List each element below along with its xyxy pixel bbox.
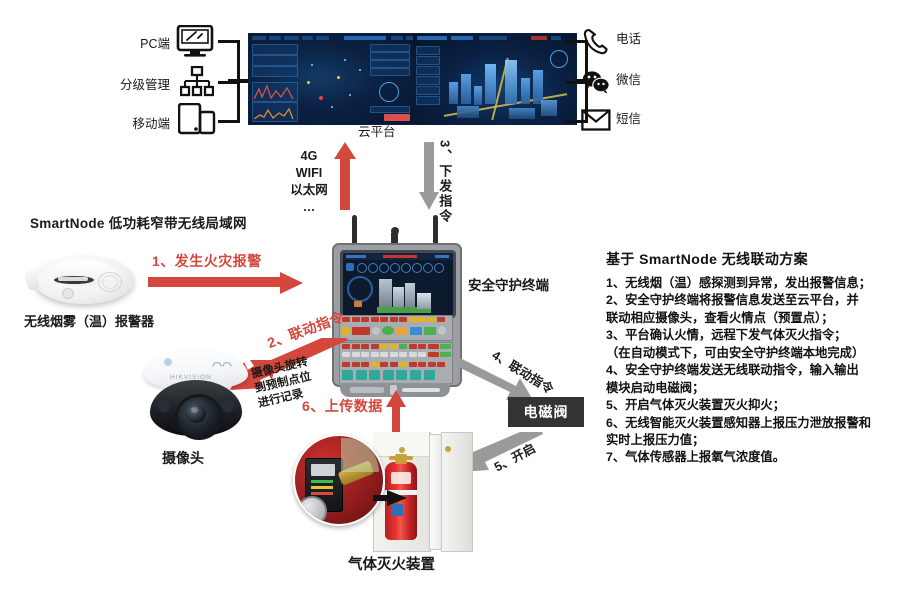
- endpoint-label-phone: 电话: [616, 32, 642, 46]
- camera-caption: 摄像头: [162, 450, 204, 466]
- downlink-label: 3、下发指令: [437, 140, 453, 225]
- hierarchy-icon: [179, 65, 215, 103]
- bracket-segment: [566, 120, 588, 123]
- solution-step: （在自动模式下，可由安全守护终端本地完成）: [606, 345, 865, 360]
- phone-icon: [583, 28, 609, 61]
- solution-step: 5、开启气体灭火装置灭火抑火；: [606, 398, 785, 413]
- smoke-detector-device: [23, 248, 144, 310]
- gas-device-caption: 气体灭火装置: [348, 557, 435, 573]
- solenoid-valve-box[interactable]: 电磁阀: [508, 397, 584, 427]
- solution-step: 实时上报压力值；: [606, 432, 705, 447]
- step4-arrow: [456, 352, 540, 413]
- ptz-camera-device: HIKVISION: [140, 350, 252, 442]
- safety-guardian-terminal[interactable]: [330, 215, 462, 397]
- uplink-arrow-up: [332, 142, 358, 215]
- solution-panel: 基于 SmartNode 无线联动方案 1、无线烟（温）感探测到异常，发出报警信…: [606, 250, 892, 467]
- step6-arrow: [385, 390, 407, 457]
- network-title: SmartNode 低功耗窄带无线局域网: [30, 216, 247, 231]
- solution-step: 7、气体传感器上报氧气浓度值。: [606, 450, 785, 465]
- endpoint-label-mobile: 移动端: [132, 117, 170, 131]
- endpoint-label-hierarchy: 分级管理: [119, 78, 170, 92]
- step6-label: 6、上传数据: [302, 398, 383, 414]
- step1-label: 1、发生火灾报警: [152, 253, 262, 269]
- step5-arrow: [455, 424, 545, 489]
- sms-envelope-icon: [581, 108, 611, 137]
- solution-step: 4、安全守护终端发送无线联动指令，输入输出: [606, 363, 859, 378]
- uplink-line-more: …: [302, 199, 316, 214]
- wechat-icon: [582, 70, 610, 99]
- bracket-segment: [566, 81, 588, 84]
- downlink-arrow-down: [418, 142, 440, 215]
- solenoid-valve-label: 电磁阀: [523, 404, 569, 420]
- camera-brand: HIKVISION: [170, 374, 212, 381]
- bracket-segment: [218, 120, 240, 123]
- solution-step: 1、无线烟（温）感探测到异常，发出报警信息；: [606, 275, 872, 290]
- bracket-segment: [566, 40, 588, 43]
- solution-step: 联动相应摄像头，查看火情点（预置点）；: [606, 310, 834, 325]
- monitor-icon: [176, 24, 216, 64]
- uplink-protocols: 4G WIFI 以太网 …: [288, 148, 330, 216]
- endpoint-label-sms: 短信: [616, 112, 642, 126]
- mobile-devices-icon: [177, 102, 216, 142]
- solution-step: 模块启动电磁阀；: [606, 380, 705, 395]
- solution-step: 6、无线智能灭火装置感知器上报压力泄放报警和: [606, 415, 872, 430]
- smoke-detector-caption: 无线烟雾（温）报警器: [24, 314, 155, 329]
- bracket-stub-left: [228, 79, 250, 83]
- uplink-line-wifi: WIFI: [295, 165, 323, 180]
- terminal-caption: 安全守护终端: [468, 278, 549, 293]
- solution-step: 2、安全守护终端将报警信息发送至云平台，并: [606, 293, 859, 308]
- cloud-platform-dashboard[interactable]: [248, 33, 577, 125]
- endpoint-label-wechat: 微信: [616, 73, 642, 87]
- endpoint-label-pc: PC端: [140, 37, 170, 51]
- cloud-platform-caption: 云平台: [358, 125, 396, 139]
- solution-title: 基于 SmartNode 无线联动方案: [606, 251, 809, 267]
- inset-pointer-arrow: [373, 490, 407, 511]
- solution-step: 3、平台确认火情，远程下发气体灭火指令；: [606, 328, 847, 343]
- gas-extinguishing-device: [293, 432, 505, 552]
- step1-arrow: [148, 272, 303, 301]
- uplink-line-ethernet: 以太网: [290, 182, 328, 197]
- uplink-line-4g: 4G: [300, 149, 318, 163]
- bracket-segment: [218, 40, 240, 43]
